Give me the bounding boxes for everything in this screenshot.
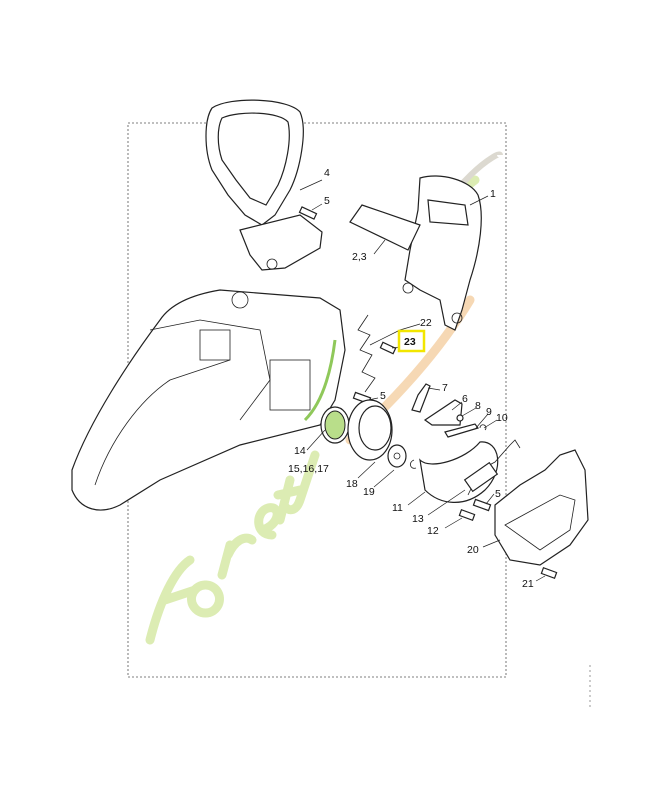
lever-part-7[interactable]: [411, 383, 431, 413]
washer-part-18[interactable]: [387, 444, 407, 468]
callout-13[interactable]: 13: [412, 513, 424, 525]
callout-5[interactable]: 5: [324, 195, 330, 207]
callout-1[interactable]: 1: [490, 188, 496, 200]
hand-guard-part[interactable]: [402, 175, 482, 331]
callout-22[interactable]: 22: [420, 317, 432, 329]
callout-11[interactable]: 11: [392, 502, 403, 514]
callout-21[interactable]: 21: [522, 578, 534, 590]
callout-14[interactable]: 14: [294, 445, 306, 457]
callout-5b[interactable]: 5: [380, 390, 386, 402]
highlight-box: [397, 329, 426, 353]
link-part-9[interactable]: [444, 423, 479, 438]
callout-15-16-17[interactable]: 15,16,17: [288, 463, 329, 475]
sprocket-cover-part-20[interactable]: [494, 449, 589, 566]
screw-part-21[interactable]: [540, 567, 558, 579]
clutch-part[interactable]: [347, 399, 393, 461]
sprocket-cover-detail: [504, 494, 576, 551]
callout-9[interactable]: 9: [486, 406, 492, 418]
callout-12[interactable]: 12: [427, 525, 439, 537]
screw-part-5c[interactable]: [472, 498, 492, 512]
clip-part-10[interactable]: [479, 424, 487, 431]
engine-housing-part[interactable]: [71, 289, 346, 511]
callout-8[interactable]: 8: [475, 400, 481, 412]
callout-4[interactable]: 4: [324, 167, 330, 179]
screw-part-23[interactable]: [379, 341, 397, 355]
callout-20[interactable]: 20: [467, 544, 479, 556]
spring-part-13[interactable]: [463, 439, 521, 496]
washer-hole: [393, 452, 401, 460]
lever-part-6[interactable]: [423, 399, 463, 426]
callout-2-3[interactable]: 2,3: [352, 251, 367, 263]
plate-part[interactable]: [349, 204, 421, 251]
callout-10[interactable]: 10: [496, 412, 508, 424]
washer-part-8[interactable]: [456, 414, 464, 422]
callout-19[interactable]: 19: [363, 486, 375, 498]
spring-part-22[interactable]: [357, 314, 376, 393]
sprocket-part-14[interactable]: [320, 406, 350, 444]
callout-23[interactable]: 23: [404, 336, 416, 348]
callout-18[interactable]: 18: [346, 478, 358, 490]
diagram-frame: [127, 122, 507, 678]
front-handle-part[interactable]: [205, 99, 323, 271]
clip-part-19[interactable]: [410, 459, 417, 469]
callout-5c[interactable]: 5: [495, 488, 501, 500]
screw-part-5a[interactable]: [298, 206, 318, 220]
screw-part-12[interactable]: [458, 509, 476, 521]
callout-6[interactable]: 6: [462, 393, 468, 405]
callout-7[interactable]: 7: [442, 382, 448, 394]
leader-lines: [299, 179, 546, 582]
